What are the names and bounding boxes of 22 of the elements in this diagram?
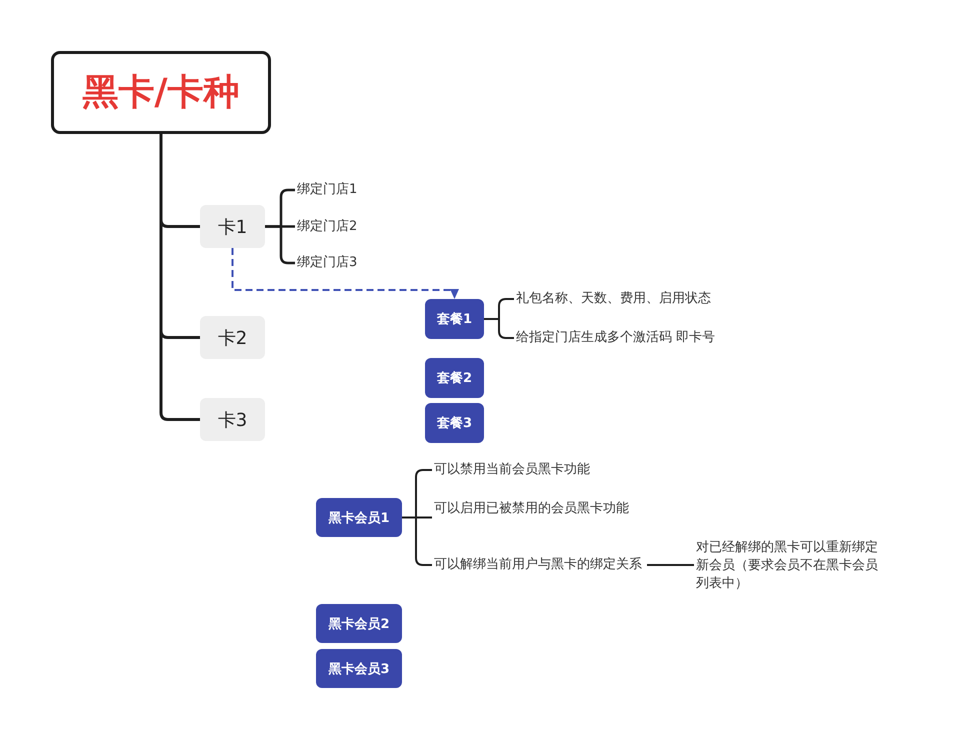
connector-line (647, 564, 694, 566)
topic-box: 卡2 (200, 316, 265, 359)
branch-text: 可以解绑当前用户与黑卡的绑定关系 (432, 556, 647, 574)
dashed-arrow (232, 248, 459, 299)
branch-text: 绑定门店1 (295, 181, 362, 199)
topic-box: 卡3 (200, 398, 265, 441)
connector-line (160, 134, 200, 421)
note-text: 对已经解绑的黑卡可以重新绑定新会员（要求会员不在黑卡会员列表中） (694, 539, 886, 593)
subtopic-box: 套餐2 (425, 358, 484, 398)
branch-text: 绑定门店3 (295, 254, 362, 272)
subtopic-box: 黑卡会员3 (316, 649, 402, 688)
branch-text: 礼包名称、天数、费用、启用状态 (514, 290, 716, 308)
subtopic-box: 套餐3 (425, 403, 484, 443)
branch-text: 给指定门店生成多个激活码 即卡号 (514, 329, 720, 347)
subtopic-box: 黑卡会员2 (316, 604, 402, 643)
branch-text: 可以禁用当前会员黑卡功能 (432, 461, 595, 479)
branch-text: 可以启用已被禁用的会员黑卡功能 (432, 500, 634, 518)
subtopic-box: 黑卡会员1 (316, 498, 402, 537)
branch-text: 绑定门店2 (295, 218, 362, 236)
topic-box: 卡1 (200, 205, 265, 248)
root-box: 黑卡/卡种 (51, 51, 271, 134)
subtopic-box: 套餐1 (425, 299, 484, 339)
